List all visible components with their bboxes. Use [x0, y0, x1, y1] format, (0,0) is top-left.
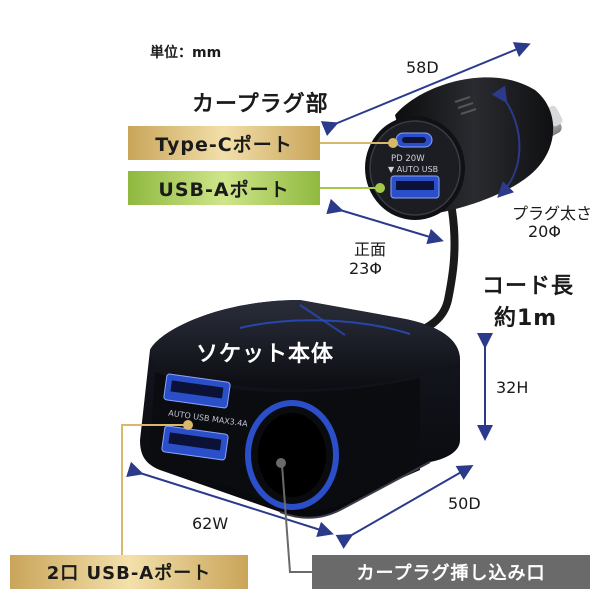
plug-section-title: カープラグ部	[192, 92, 329, 117]
cord-length-label: コード長	[482, 274, 575, 299]
dimension-arrows	[126, 42, 531, 549]
plug-pd-print: PD 20W	[391, 154, 425, 164]
front-value: 23Φ	[349, 259, 382, 278]
car-plug-socket-badge: カープラグ挿し込み口	[312, 555, 590, 589]
leader-lines	[121, 138, 398, 573]
type-c-port-badge: Type-Cポート	[128, 126, 320, 160]
front-label: 正面	[354, 240, 387, 259]
plug-diameter-label: プラグ太さ	[512, 204, 593, 223]
unit-label: 単位：mm	[150, 45, 222, 61]
dual-usb-a-port-badge: 2口 USB-Aポート	[10, 555, 248, 589]
plug-auto-print: ▼ AUTO USB	[388, 165, 438, 174]
socket-body-title: ソケット本体	[196, 342, 335, 367]
plug-depth-label: 58D	[406, 58, 439, 77]
body-depth-label: 50D	[448, 494, 481, 513]
cord-length-value: 約1m	[494, 306, 558, 331]
plug-diameter-value: 20Φ	[528, 222, 561, 241]
body-height-label: 32H	[496, 378, 529, 397]
cord	[406, 206, 459, 339]
plug-body	[365, 77, 554, 220]
body-width-label: 62W	[192, 514, 229, 533]
usb-a-port-badge: USB-Aポート	[128, 171, 320, 205]
socket-body	[140, 300, 460, 519]
